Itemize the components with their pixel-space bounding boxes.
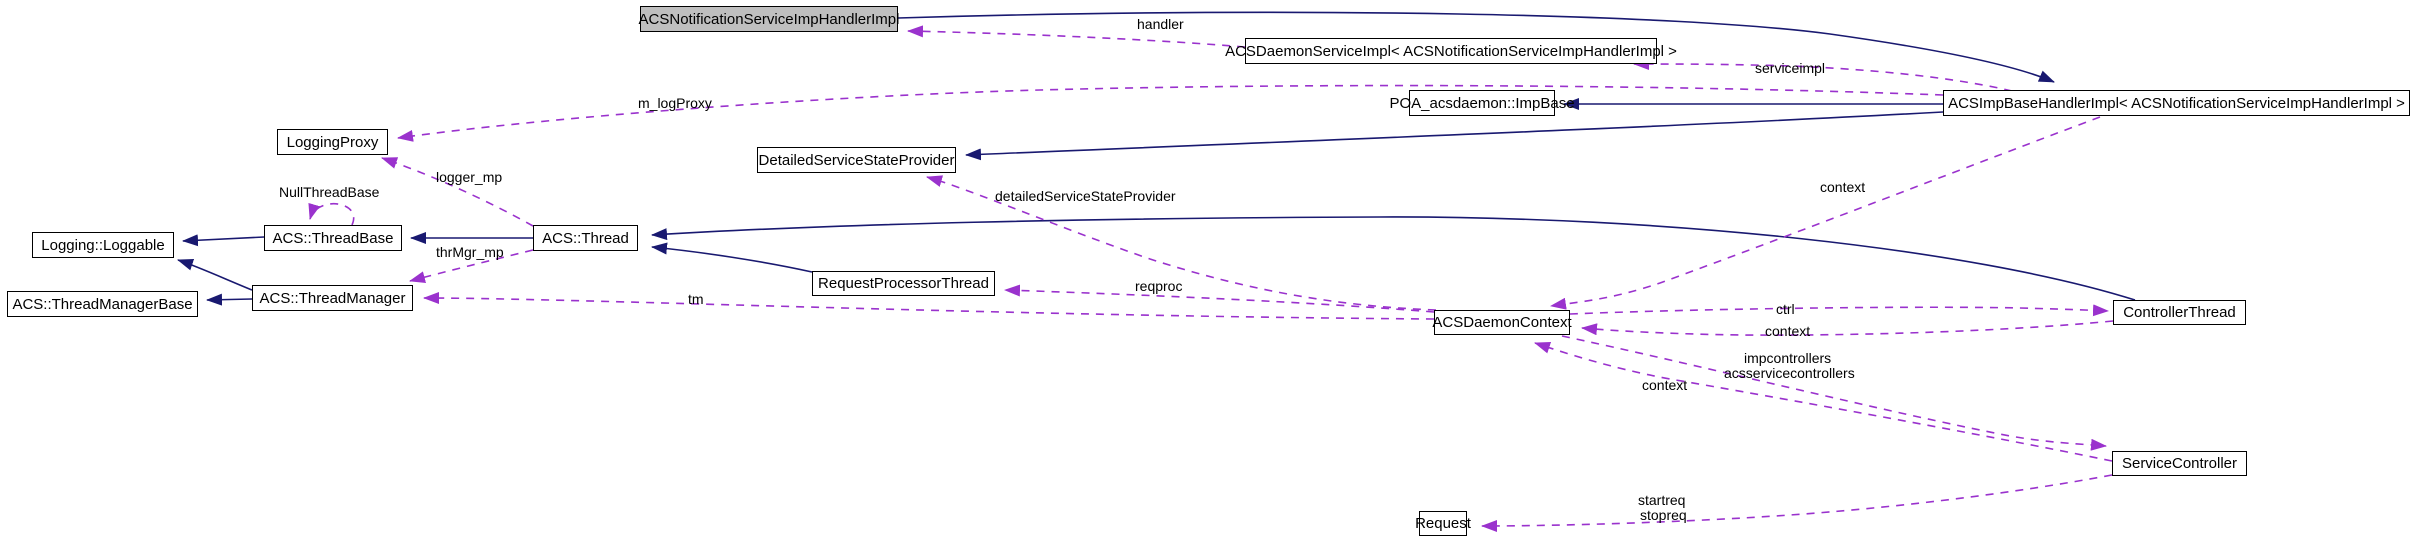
edge-label-context-upper: context [1820,179,1866,195]
edge-label-logger-mp: logger_mp [436,169,503,185]
node-acs-thread[interactable]: ACS::Thread [533,225,638,251]
node-acs-threadbase[interactable]: ACS::ThreadBase [264,225,402,251]
edge-use-context-controllerthread [1581,320,2114,336]
edge-inherit-threadmanager-to-threadmanagerbase [206,293,253,306]
node-servicecontroller[interactable]: ServiceController [2112,451,2247,476]
edge-use-logger-mp [381,157,534,227]
edge-label-reqproc: reqproc [1135,278,1183,294]
node-requestprocessorthread[interactable]: RequestProcessorThread [812,271,995,296]
edge-label-stopreq: stopreq [1640,507,1687,523]
node-acs-threadmanager[interactable]: ACS::ThreadManager [252,285,413,311]
edge-label-m-logproxy: m_logProxy [638,95,712,111]
edge-use-m-logproxy [397,84,1944,142]
node-acsdaemoncontext[interactable]: ACSDaemonContext [1432,310,1572,335]
edge-use-impcontrollers [1561,335,2107,451]
node-acsnotificationserviceimphandlerimpl: ACSNotificationServiceImpHandlerImpl [639,6,899,32]
node-acsimpbasehandlerimpl[interactable]: ACSImpBaseHandlerImpl< ACSNotificationSe… [1943,90,2410,116]
node-request[interactable]: Request [1415,511,1471,536]
edge-label-startreq: startreq [1638,492,1686,508]
edge-label-nullthreadbase: NullThreadBase [279,184,380,200]
edge-label-serviceimpl: serviceimpl [1755,60,1826,76]
edge-inherit-threadmanager-to-loggable [177,259,253,291]
edge-label-detailedservicestateprovider: detailedServiceStateProvider [995,188,1176,204]
node-logging-loggable[interactable]: Logging::Loggable [32,232,174,258]
edge-label-tm: tm [688,291,704,307]
edge-inherit-controllerthread-to-thread [651,216,2136,301]
node-controllerthread[interactable]: ControllerThread [2113,300,2246,325]
edge-inherit-requestprocessorthread-to-thread [651,242,813,273]
edge-label-ctrl: ctrl [1776,301,1795,317]
edge-use-tm [423,292,1435,320]
edge-label-thrmgr-mp: thrMgr_mp [436,244,504,260]
node-poa-acsdaemon-impbase[interactable]: POA_acsdaemon::ImpBase [1389,90,1575,116]
node-acsdaemonserviceimpl[interactable]: ACSDaemonServiceImpl< ACSNotificationSer… [1225,38,1677,64]
edge-inherit-threadbase-to-loggable [182,234,265,247]
node-detailedservicestateprovider[interactable]: DetailedServiceStateProvider [757,147,956,173]
edge-use-ctrl [1569,304,2109,317]
edge-inherit-main-to-acsimpbasehandlerimpl [897,11,2055,83]
edge-use-detailedservicestateprovider [926,175,1437,311]
edge-inherit-acsimpbasehandlerimpl-to-detailedservicestateprovider [965,111,1944,161]
edge-use-startreq-stopreq [1481,474,2113,532]
node-loggingproxy[interactable]: LoggingProxy [277,129,388,155]
edge-label-handler: handler [1137,16,1184,32]
edge-use-context-impbasehandler [1550,116,2101,310]
edge-label-context-bottom: context [1642,377,1688,393]
edge-use-serviceimpl [1633,58,2013,92]
edge-label-impcontrollers: impcontrollers [1744,350,1832,366]
edge-label-acsservicecontrollers: acsservicecontrollers [1724,365,1855,381]
edge-use-nullthreadbase-selfloop [308,202,355,226]
edge-use-handler [907,25,1246,48]
edge-label-context-mid: context [1765,323,1811,339]
node-acs-threadmanagerbase[interactable]: ACS::ThreadManagerBase [7,291,198,317]
edge-use-thrmgr-mp [409,249,534,283]
edge-use-context-servicecontroller [1534,342,2113,462]
edge-use-reqproc [1004,284,1435,313]
